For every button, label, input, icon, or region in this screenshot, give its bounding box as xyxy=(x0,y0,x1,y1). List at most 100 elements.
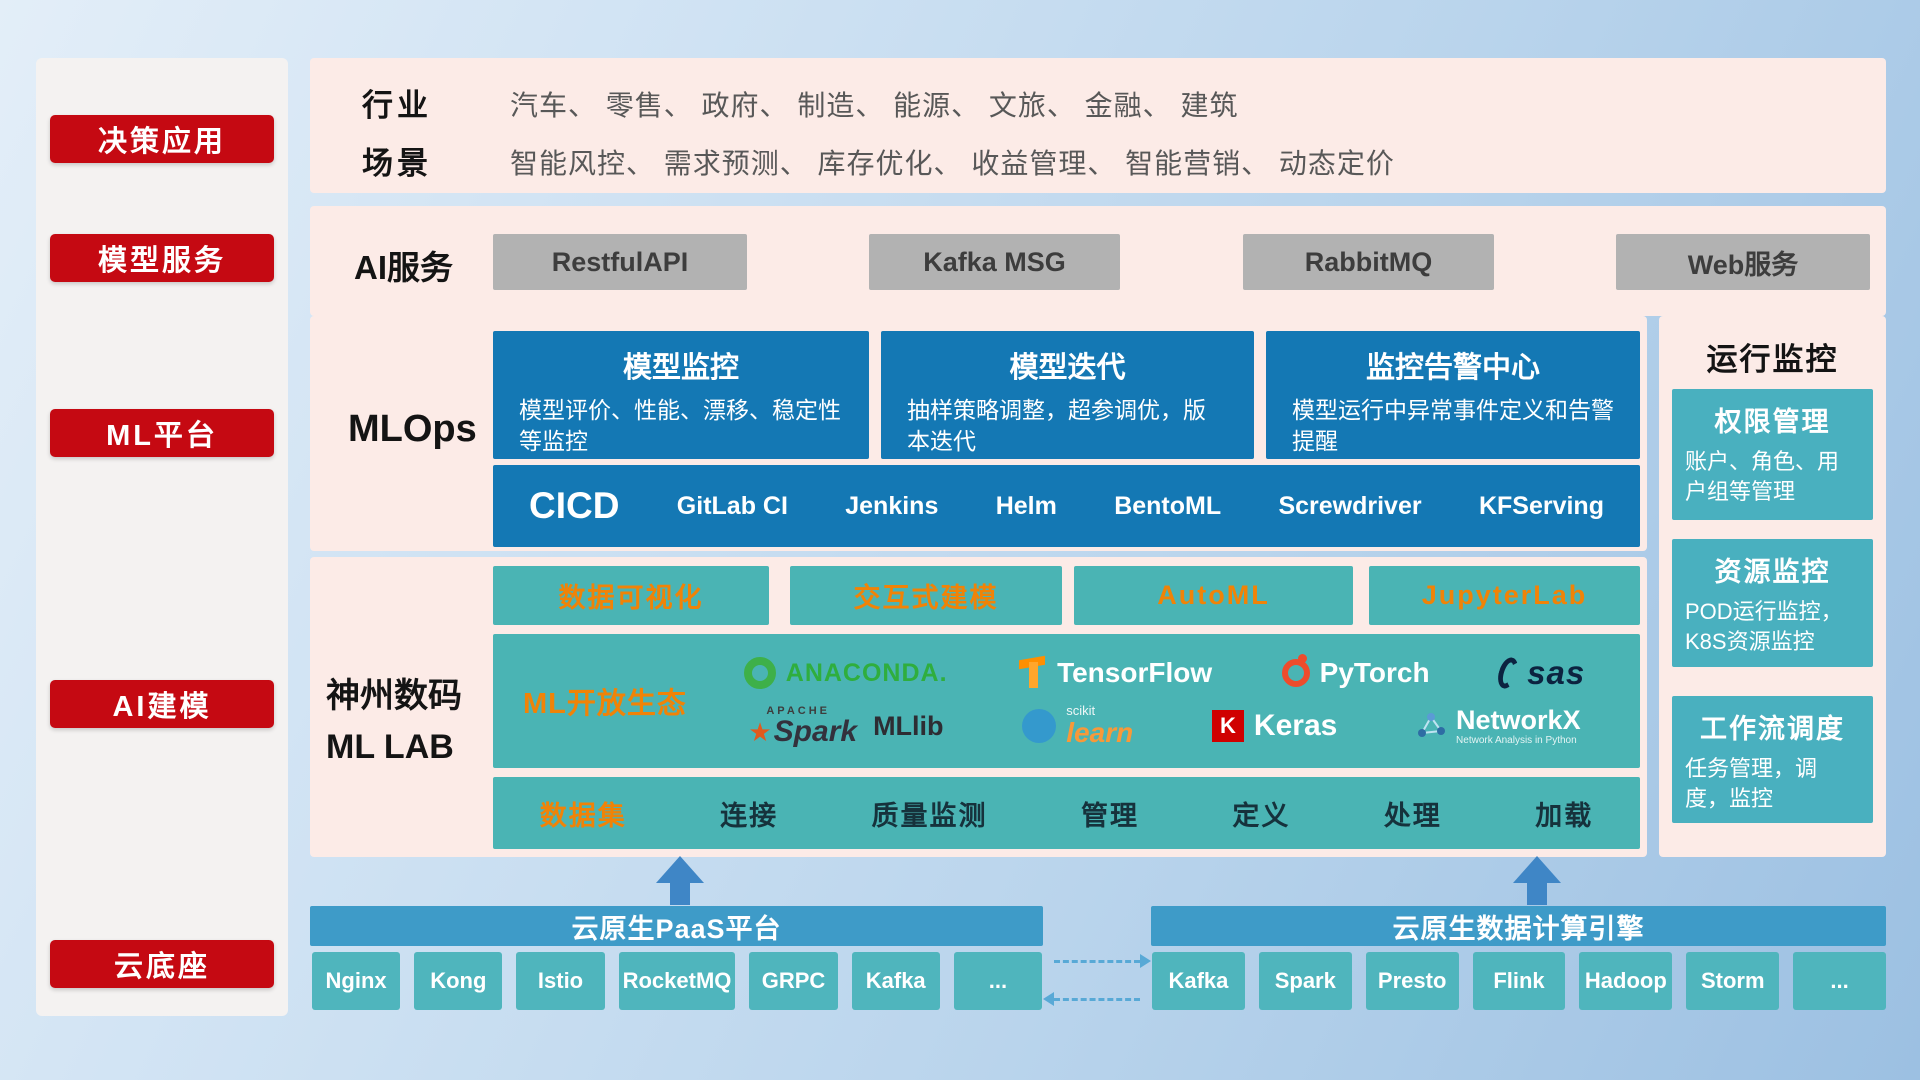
scikit-learn-logo: scikit learn xyxy=(1022,703,1134,749)
mllab-label-line2: ML LAB xyxy=(326,728,454,766)
paas-chip-nginx: Nginx xyxy=(312,952,401,1010)
ml-ecosystem-logos: ANACONDA. TensorFlow PyTorch sas xyxy=(709,654,1640,748)
up-arrow-right xyxy=(1513,856,1561,883)
networkx-icon xyxy=(1418,713,1446,737)
dataset-item-manage: 管理 xyxy=(1080,800,1139,831)
dashed-arrowhead-right xyxy=(1140,954,1151,968)
cicd-bar: CICD GitLab CI Jenkins Helm BentoML Scre… xyxy=(493,465,1640,547)
chip-kafka-msg: Kafka MSG xyxy=(869,234,1120,290)
keras-label: Keras xyxy=(1253,709,1338,742)
industry-band: 行业 汽车、 零售、 政府、 制造、 能源、 文旅、 金融、 建筑 场景 智能风… xyxy=(310,58,1886,193)
anaconda-label: ANACONDA. xyxy=(785,658,948,687)
keras-logo: K Keras xyxy=(1211,709,1338,743)
alert-center-title: 监控告警中心 xyxy=(1365,352,1540,384)
paas-platform-header: 云原生PaaS平台 xyxy=(310,906,1043,946)
dataset-item-connect: 连接 xyxy=(720,800,779,831)
cicd-title: CICD xyxy=(529,485,620,526)
sidebar-item-cloud-base: 云底座 xyxy=(50,940,274,988)
model-monitor-desc: 模型评价、性能、漂移、稳定性等监控 xyxy=(519,397,841,455)
permission-desc: 账户、角色、用户组等管理 xyxy=(1685,449,1840,504)
dashed-connector-left xyxy=(1054,998,1140,1001)
model-iteration-desc: 抽样策略调整，超参调优，版本迭代 xyxy=(907,397,1206,455)
paas-chip-row: Nginx Kong Istio RocketMQ GRPC Kafka ... xyxy=(312,952,1043,1010)
workflow-schedule-title: 工作流调度 xyxy=(1700,714,1845,744)
mlops-band: MLOps 模型监控 模型评价、性能、漂移、稳定性等监控 模型迭代 抽样策略调整… xyxy=(310,316,1647,551)
mlops-label: MLOps xyxy=(348,408,477,450)
up-arrow-left-shaft xyxy=(670,882,690,905)
eco-row-1: ANACONDA. TensorFlow PyTorch sas xyxy=(709,654,1620,692)
dashed-connector-right xyxy=(1054,960,1140,963)
mllab-label: 神州数码 ML LAB xyxy=(326,671,462,773)
engine-chip-row: Kafka Spark Presto Flink Hadoop Storm ..… xyxy=(1152,952,1887,1010)
alert-center-card: 监控告警中心 模型运行中异常事件定义和告警提醒 xyxy=(1266,331,1640,459)
engine-chip-more: ... xyxy=(1793,952,1887,1010)
dataset-bar: 数据集 连接 质量监测 管理 定义 处理 加载 xyxy=(493,777,1640,849)
dataset-label: 数据集 xyxy=(539,800,627,831)
spark-label: Spark xyxy=(773,714,858,748)
scikit-learn-icon xyxy=(1022,709,1057,743)
spark-mllib-logo: APACHE ★ Spark MLlib xyxy=(748,704,943,748)
engine-chip-storm: Storm xyxy=(1686,952,1780,1010)
resource-monitor-desc: POD运行监控，K8S资源监控 xyxy=(1685,599,1843,654)
ml-ecosystem-label: ML开放生态 xyxy=(523,688,687,720)
tool-chip-automl: AutoML xyxy=(1074,566,1353,625)
scenario-label: 场景 xyxy=(362,146,432,181)
engine-chip-presto: Presto xyxy=(1365,952,1459,1010)
permission-title: 权限管理 xyxy=(1714,407,1831,437)
keras-icon: K xyxy=(1211,710,1244,742)
mllab-label-line1: 神州数码 xyxy=(326,677,462,715)
cicd-item-gitlab-ci: GitLab CI xyxy=(676,491,788,520)
cicd-item-screwdriver: Screwdriver xyxy=(1278,491,1422,520)
dataset-item-quality: 质量监测 xyxy=(871,800,988,831)
paas-chip-kafka: Kafka xyxy=(851,952,940,1010)
resource-monitor-title: 资源监控 xyxy=(1714,557,1831,587)
resource-monitor-card: 资源监控 POD运行监控，K8S资源监控 xyxy=(1672,539,1873,667)
chip-web-service: Web服务 xyxy=(1616,234,1870,290)
sidebar-item-ml-platform: ML平台 xyxy=(50,409,274,457)
cicd-item-bentoml: BentoML xyxy=(1114,491,1222,520)
anaconda-logo: ANACONDA. xyxy=(743,657,948,690)
tensorflow-icon xyxy=(1017,656,1047,690)
tool-chip-jupyterlab: JupyterLab xyxy=(1369,566,1640,625)
eco-row-2: APACHE ★ Spark MLlib scikit learn xyxy=(709,704,1620,747)
dataset-item-define: 定义 xyxy=(1232,800,1291,831)
runtime-monitor-column: 运行监控 权限管理 账户、角色、用户组等管理 资源监控 POD运行监控，K8S资… xyxy=(1659,316,1886,857)
chip-restfulapi: RestfulAPI xyxy=(493,234,747,290)
paas-chip-more: ... xyxy=(953,952,1043,1010)
spark-star-icon: ★ xyxy=(748,716,772,747)
workflow-schedule-card: 工作流调度 任务管理，调度，监控 xyxy=(1672,696,1873,823)
learn-label: learn xyxy=(1066,717,1134,749)
dataset-item-process: 处理 xyxy=(1383,800,1442,831)
up-arrow-right-shaft xyxy=(1527,882,1547,905)
ai-service-band: AI服务 RestfulAPI Kafka MSG RabbitMQ Web服务 xyxy=(310,206,1886,316)
sas-icon xyxy=(1494,655,1522,692)
workflow-schedule-desc: 任务管理，调度，监控 xyxy=(1685,756,1818,811)
sas-logo: sas xyxy=(1494,654,1586,692)
networkx-subtitle: Network Analysis in Python xyxy=(1456,735,1577,747)
networkx-label: NetworkX xyxy=(1456,704,1581,735)
anaconda-icon xyxy=(743,657,776,690)
cicd-item-jenkins: Jenkins xyxy=(845,491,939,520)
pytorch-icon xyxy=(1281,654,1310,688)
alert-center-desc: 模型运行中异常事件定义和告警提醒 xyxy=(1292,397,1614,455)
scenario-list: 智能风控、 需求预测、 库存优化、 收益管理、 智能营销、 动态定价 xyxy=(510,148,1395,179)
paas-chip-kong: Kong xyxy=(414,952,503,1010)
runtime-monitor-title: 运行监控 xyxy=(1706,342,1839,377)
engine-chip-kafka: Kafka xyxy=(1152,952,1245,1010)
model-monitor-title: 模型监控 xyxy=(622,352,739,384)
networkx-logo: NetworkX Network Analysis in Python xyxy=(1416,704,1581,747)
tensorflow-label: TensorFlow xyxy=(1057,657,1213,689)
cicd-item-kfserving: KFServing xyxy=(1478,491,1604,520)
scikit-label: scikit xyxy=(1066,703,1096,719)
paas-chip-grpc: GRPC xyxy=(749,952,838,1010)
sas-label: sas xyxy=(1527,654,1586,692)
ai-service-label: AI服务 xyxy=(354,249,453,286)
model-iteration-card: 模型迭代 抽样策略调整，超参调优，版本迭代 xyxy=(881,331,1254,459)
sidebar-item-ai-modeling: AI建模 xyxy=(50,680,274,728)
tensorflow-logo: TensorFlow xyxy=(1017,656,1212,690)
tool-chip-data-visualization: 数据可视化 xyxy=(493,566,769,625)
model-iteration-title: 模型迭代 xyxy=(1009,352,1126,384)
apache-label: APACHE xyxy=(766,704,830,717)
tool-chip-interactive-modeling: 交互式建模 xyxy=(790,566,1062,625)
